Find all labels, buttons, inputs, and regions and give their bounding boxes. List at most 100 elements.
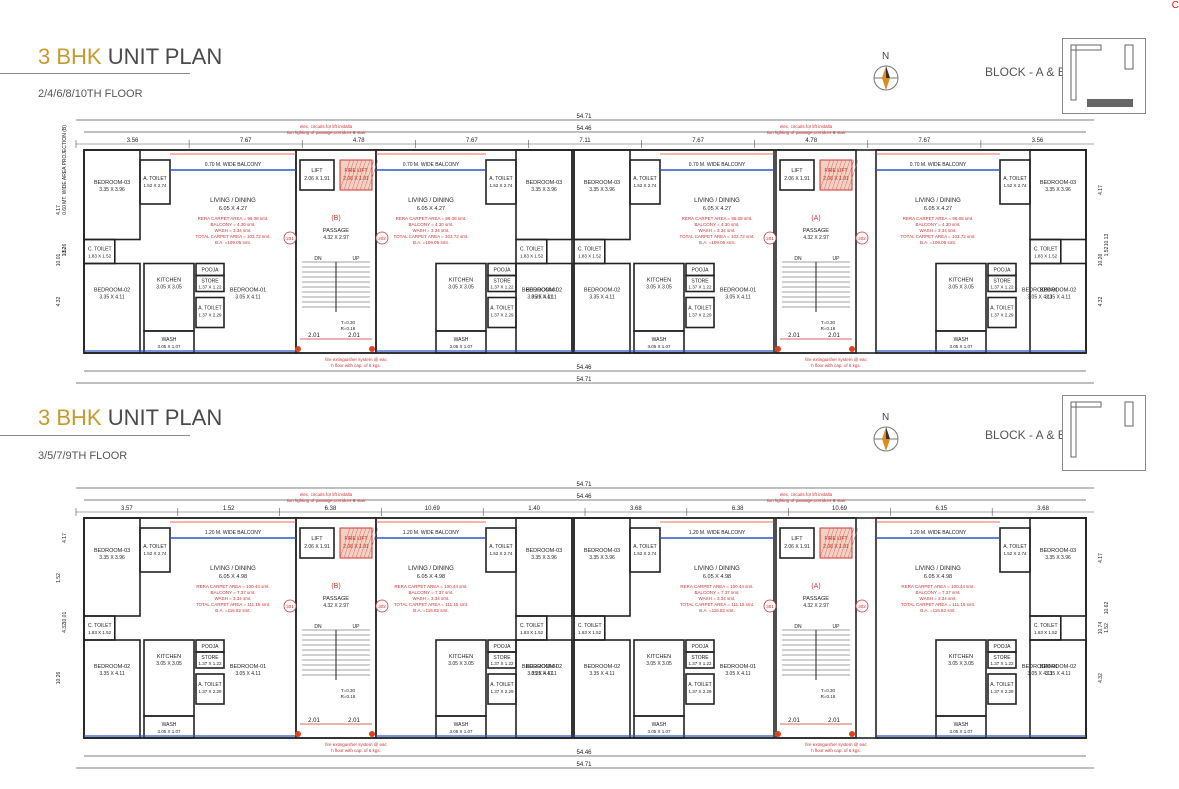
fire-lift-label: FIRE LIFT (344, 168, 367, 174)
room-size: 3.05 X 3.05 (448, 661, 474, 667)
room-size: 3.05 X 4.11 (1027, 295, 1052, 301)
room-label: BEDROOM-01 (230, 288, 266, 294)
room-label: POOJA (994, 268, 1012, 274)
room-size: 3.35 X 4.11 (1045, 295, 1070, 301)
unit-tag-circle (375, 231, 389, 245)
unit-tag-circle (375, 599, 389, 613)
wall (139, 527, 171, 573)
plan-section-1: 3 BHK UNIT PLAN 2/4/6/8/10TH FLOOR N BLO… (0, 38, 1146, 384)
wall (999, 527, 1031, 573)
hatch-line (823, 159, 835, 191)
room-size: 1.37 X 2.29 (490, 313, 514, 318)
room-label: A. TOILET (490, 306, 513, 312)
key-plan (1062, 395, 1146, 471)
left-dimension: 10.01 (56, 254, 62, 267)
unit-tag-circle (283, 231, 297, 245)
room-label: A. TOILET (489, 176, 512, 182)
unit-tag: 302 (858, 604, 866, 609)
room-label: BEDROOM-02 (94, 664, 130, 670)
room-size: 1.83 X 1.52 (578, 254, 602, 259)
right-dimension: 1.52 (1104, 246, 1110, 256)
passage-size: 4.32 X 2.97 (803, 603, 829, 609)
room-label: A. TOILET (1003, 544, 1026, 550)
hatch-line (339, 159, 351, 191)
wall (195, 651, 225, 669)
hatch-line (823, 527, 835, 559)
wall (1029, 615, 1062, 641)
right-dimension: 10.74 (1098, 622, 1104, 635)
unit-tag-circle (855, 231, 869, 245)
room-label: POOJA (994, 644, 1012, 650)
room-label: BEDROOM-03 (1040, 548, 1076, 554)
wall (935, 639, 987, 717)
fire-lift-size: 2.06 X 1.91 (823, 176, 849, 182)
room-label: KITCHEN (449, 654, 473, 660)
area-line: RERA CARPET AREA = 96.08 smt. (903, 216, 974, 221)
wall (83, 262, 141, 354)
right-dimension: 1.52 (1104, 623, 1110, 633)
wall (143, 262, 195, 332)
lift-size: 2.06 X 1.91 (784, 544, 810, 550)
room-size: 1.52 X 2.74 (1003, 551, 1027, 556)
lift-label: LIFT (791, 168, 803, 174)
wall (295, 149, 377, 354)
balcony-label: 0.70 M. WIDE BALCONY (205, 162, 262, 168)
wall (999, 159, 1031, 205)
area-line: BALCONY = 4.30 smt. (694, 222, 739, 227)
north-letter: N (882, 412, 889, 423)
room-size: 6.05 X 4.27 (924, 206, 952, 212)
area-line: TOTAL CARPET AREA = 103.72 smt. (196, 234, 271, 239)
fire-extinguisher-marker (775, 731, 781, 737)
wall (515, 238, 548, 265)
room-size: 3.35 X 3.96 (589, 187, 615, 193)
fire-lift-label: FIRE LIFT (824, 168, 847, 174)
fire-extinguisher-marker (849, 731, 855, 737)
hatch-line (847, 159, 859, 191)
unit-tag-circle (283, 599, 297, 613)
stair-up: UP (833, 256, 841, 262)
wall (83, 517, 141, 617)
room-label: BEDROOM-03 (526, 180, 562, 186)
overall-dimension: 54.71 (576, 762, 592, 768)
room-label: A. TOILET (198, 682, 221, 688)
wall (299, 527, 335, 559)
elec-note: elec. circuits for lift installa (300, 492, 353, 497)
hatch-line (355, 527, 367, 559)
segment-dimension: 4.78 (353, 138, 365, 144)
wall (1029, 262, 1087, 354)
room-size: 3.05 X 1.07 (157, 344, 181, 349)
stair-dim: 2.01 (348, 333, 360, 339)
room-size: 6.05 X 4.98 (417, 574, 445, 580)
overall-dimension: 54.71 (576, 114, 592, 120)
room-label: C. TOILET (1034, 247, 1058, 253)
room-size: 6.05 X 4.98 (703, 574, 731, 580)
hatch-line (839, 159, 851, 191)
room-label: WASH (162, 337, 177, 343)
room-label: C. TOILET (520, 247, 544, 253)
plan-title: 3 BHK UNIT PLAN (38, 405, 222, 431)
room-label: BEDROOM-02 (1040, 288, 1076, 294)
stair-dim: 2.01 (788, 718, 800, 724)
fire-note: h floor with cap. of 6 kgs. (811, 748, 861, 753)
stair-dim: 2.01 (828, 718, 840, 724)
room-size: 3.35 X 4.11 (99, 295, 124, 301)
area-line: TOTAL CARPET AREA = 103.72 smt. (680, 234, 755, 239)
room-size: 3.05 X 4.11 (725, 671, 750, 677)
balcony-label: 1.20 M. WIDE BALCONY (403, 530, 460, 536)
room-label: BEDROOM-01 (522, 664, 558, 670)
elec-note: tion lighting of passage,corridors & sta… (287, 498, 366, 503)
stair-tread-dim: T=0.30 (341, 320, 356, 325)
area-line: WASH = 3.34 smt. (920, 228, 957, 233)
hatch-line (347, 527, 359, 559)
area-line: WASH = 3.34 smt. (699, 596, 736, 601)
wall (987, 651, 1017, 669)
area-line: B.A. =109.05 smt. (920, 240, 956, 245)
room-size: 3.35 X 3.96 (99, 187, 125, 193)
room-size: 1.37 X 2.29 (990, 313, 1014, 318)
room-size: 3.35 X 3.96 (1045, 187, 1071, 193)
passage-tag: (B) (331, 215, 340, 222)
room-label: A. TOILET (489, 544, 512, 550)
right-dimension: 4.32 (1098, 673, 1104, 683)
room-size: 1.52 X 2.74 (489, 551, 513, 556)
